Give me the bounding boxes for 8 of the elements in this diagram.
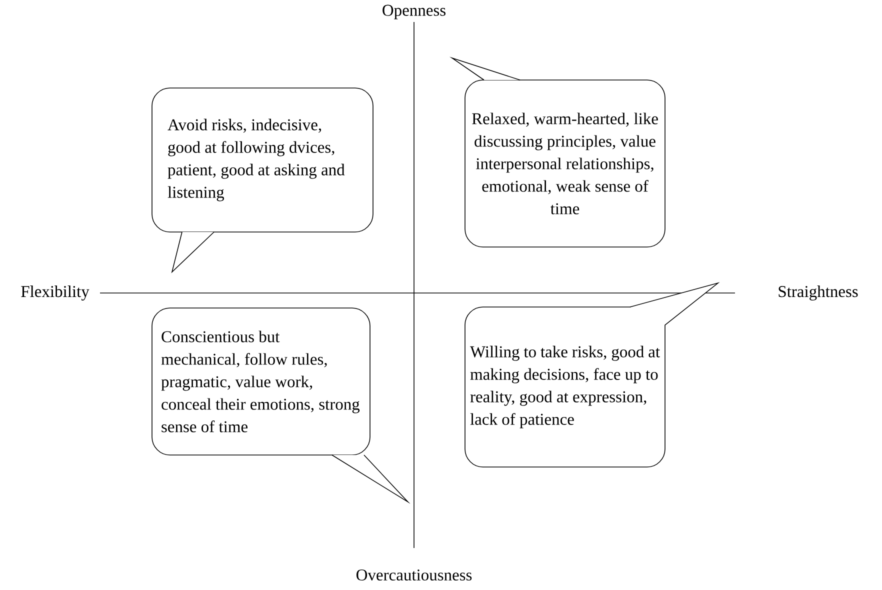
speech-bubble: Avoid risks, indecisive, good at following dvices, patient, good at asking and listening xyxy=(152,88,374,274)
axis-label: Overcautiousness xyxy=(356,569,472,581)
speech-bubble: Relaxed, warm-hearted, like discussing principles, value interpersonal relationships, emotional, weak sense of time xyxy=(450,56,666,248)
speech-bubble: Willing to take risks, good at making decisions, face up to reality, good at expression, lack of patience xyxy=(464,282,720,468)
axis-label: Openness xyxy=(382,4,446,20)
axis-label: Straightness xyxy=(778,286,858,300)
speech-bubble: Conscientious but mechanical, follow rules, pragmatic, value work, conceal their emotions, strong sense of time xyxy=(152,308,410,504)
axis-label: Flexibility xyxy=(21,286,90,300)
